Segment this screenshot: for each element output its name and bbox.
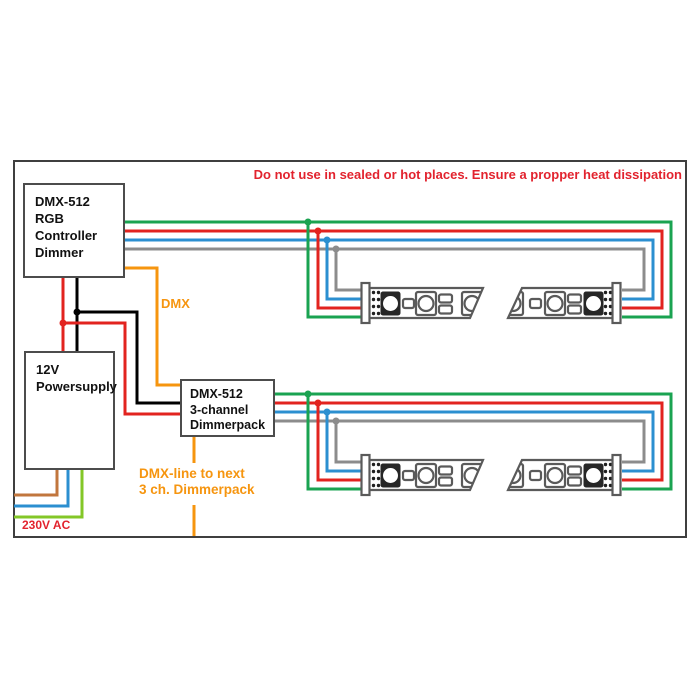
- dimmerpack-line-3: Dimmerpack: [190, 418, 266, 432]
- dc-supply-wires: [59, 278, 180, 416]
- dimmerpack-line-1: DMX-512: [190, 387, 243, 401]
- power-supply-box: 12V Powersupply: [24, 351, 117, 470]
- psu-line-2: Powersupply: [36, 379, 117, 394]
- controller-line-2: RGB: [35, 211, 64, 226]
- dmx-label: DMX: [161, 296, 190, 311]
- dmx-wires: [125, 266, 196, 536]
- led-row-bottom: [275, 391, 671, 496]
- dimmerpack-line-2: 3-channel: [190, 402, 249, 417]
- mains-voltage-label: 230V AC: [22, 518, 71, 532]
- diagram-border: [13, 160, 687, 538]
- controller-line-1: DMX-512: [35, 194, 90, 209]
- led-row-top: [125, 219, 671, 324]
- dmx-next-label: DMX-line to next 3 ch. Dimmerpack: [139, 466, 255, 498]
- dimmerpack-box: DMX-512 3-channel Dimmerpack: [180, 379, 275, 437]
- controller-line-3: Controller: [35, 228, 98, 243]
- mains-wires: [14, 470, 84, 519]
- warning-text: Do not use in sealed or hot places. Ensu…: [253, 167, 682, 182]
- psu-line-1: 12V: [36, 362, 60, 377]
- controller-line-4: Dimmer: [35, 245, 84, 260]
- dmx-next-line-2: 3 ch. Dimmerpack: [139, 482, 255, 497]
- dmx-next-line-1: DMX-line to next: [139, 466, 245, 481]
- dmx-rgb-controller-box: DMX-512 RGB Controller Dimmer: [23, 183, 125, 278]
